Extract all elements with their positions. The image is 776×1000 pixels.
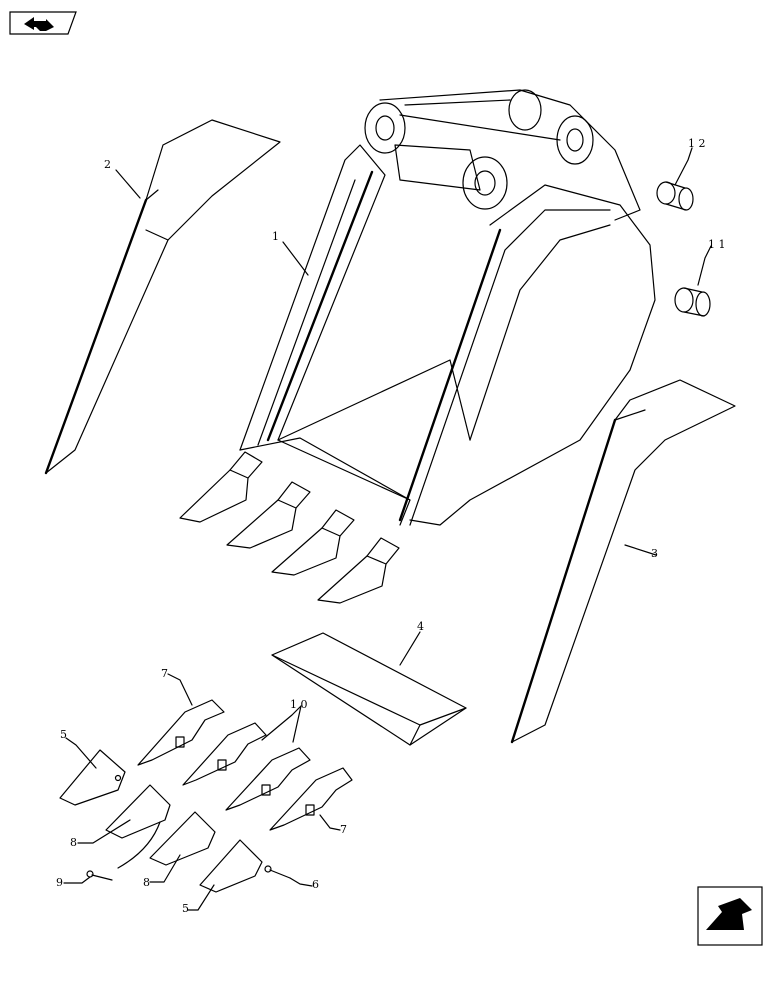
callout-2: 2	[104, 158, 111, 171]
pin-6	[264, 865, 291, 879]
tooth-8-bottom	[149, 811, 216, 866]
callout-8-top: 8	[70, 836, 77, 849]
callout-10: 1 0	[290, 698, 308, 711]
tooth-5-bottom	[199, 839, 263, 893]
callout-1: 1	[272, 230, 279, 243]
tooth-5-top	[59, 749, 126, 806]
cutting-edge	[271, 632, 467, 746]
leader-lines	[63, 147, 712, 911]
callout-6: 6	[312, 878, 319, 891]
callout-5-bottom: 5	[182, 902, 189, 915]
adapter-7-bottom	[269, 767, 353, 831]
tooth-8-top	[105, 784, 171, 839]
callout-9: 9	[56, 876, 63, 889]
pin-9	[86, 821, 161, 881]
adapter-10-a	[182, 722, 267, 786]
callout-3: 3	[651, 547, 658, 560]
callout-labels: 1 2 3 4 5 5 6 7 7 8 8 9 1 0 1 1 1 2	[56, 137, 726, 915]
adapter-7-top	[137, 699, 225, 766]
callout-8-bottom: 8	[143, 876, 150, 889]
bucket-body	[179, 89, 656, 604]
adapter-10-b	[225, 747, 311, 811]
callout-4: 4	[417, 620, 424, 633]
callout-7-top: 7	[161, 667, 168, 680]
callout-7-bottom: 7	[340, 823, 347, 836]
side-cutter-right	[510, 379, 736, 744]
next-arrow-icon[interactable]	[697, 886, 763, 946]
back-arrow-icon[interactable]	[9, 11, 77, 35]
bushing-11	[674, 287, 711, 317]
callout-5-top: 5	[60, 728, 67, 741]
callout-11: 1 1	[708, 238, 726, 251]
bushing-12	[656, 181, 694, 211]
callout-12: 1 2	[688, 137, 706, 150]
side-cutter-left	[44, 119, 281, 475]
